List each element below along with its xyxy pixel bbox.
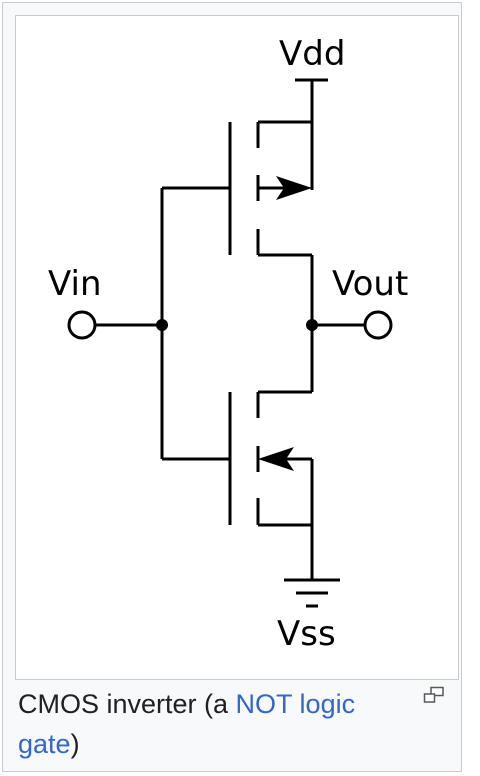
vin-label: Vin bbox=[48, 264, 102, 304]
vout-terminal bbox=[363, 310, 393, 340]
vout-label: Vout bbox=[332, 264, 409, 304]
vin-junction-dot bbox=[156, 319, 168, 331]
vout-junction-dot bbox=[306, 319, 318, 331]
vss-label: Vss bbox=[277, 614, 336, 654]
caption-prefix: CMOS inverter (a bbox=[18, 689, 236, 719]
image-thumbnail bbox=[2, 2, 462, 772]
not-logic-gate-link[interactable]: NOT logic gate bbox=[18, 689, 356, 759]
magnify-icon[interactable] bbox=[423, 686, 445, 704]
vdd-label: Vdd bbox=[279, 34, 346, 74]
diagram-image-link[interactable] bbox=[15, 15, 459, 680]
caption-suffix: ) bbox=[70, 729, 80, 759]
nmos-arrow bbox=[258, 447, 294, 471]
vin-terminal bbox=[67, 310, 97, 340]
pmos-arrow bbox=[276, 176, 312, 200]
image-caption: CMOS inverter (a NOT logic gate) bbox=[18, 684, 413, 764]
